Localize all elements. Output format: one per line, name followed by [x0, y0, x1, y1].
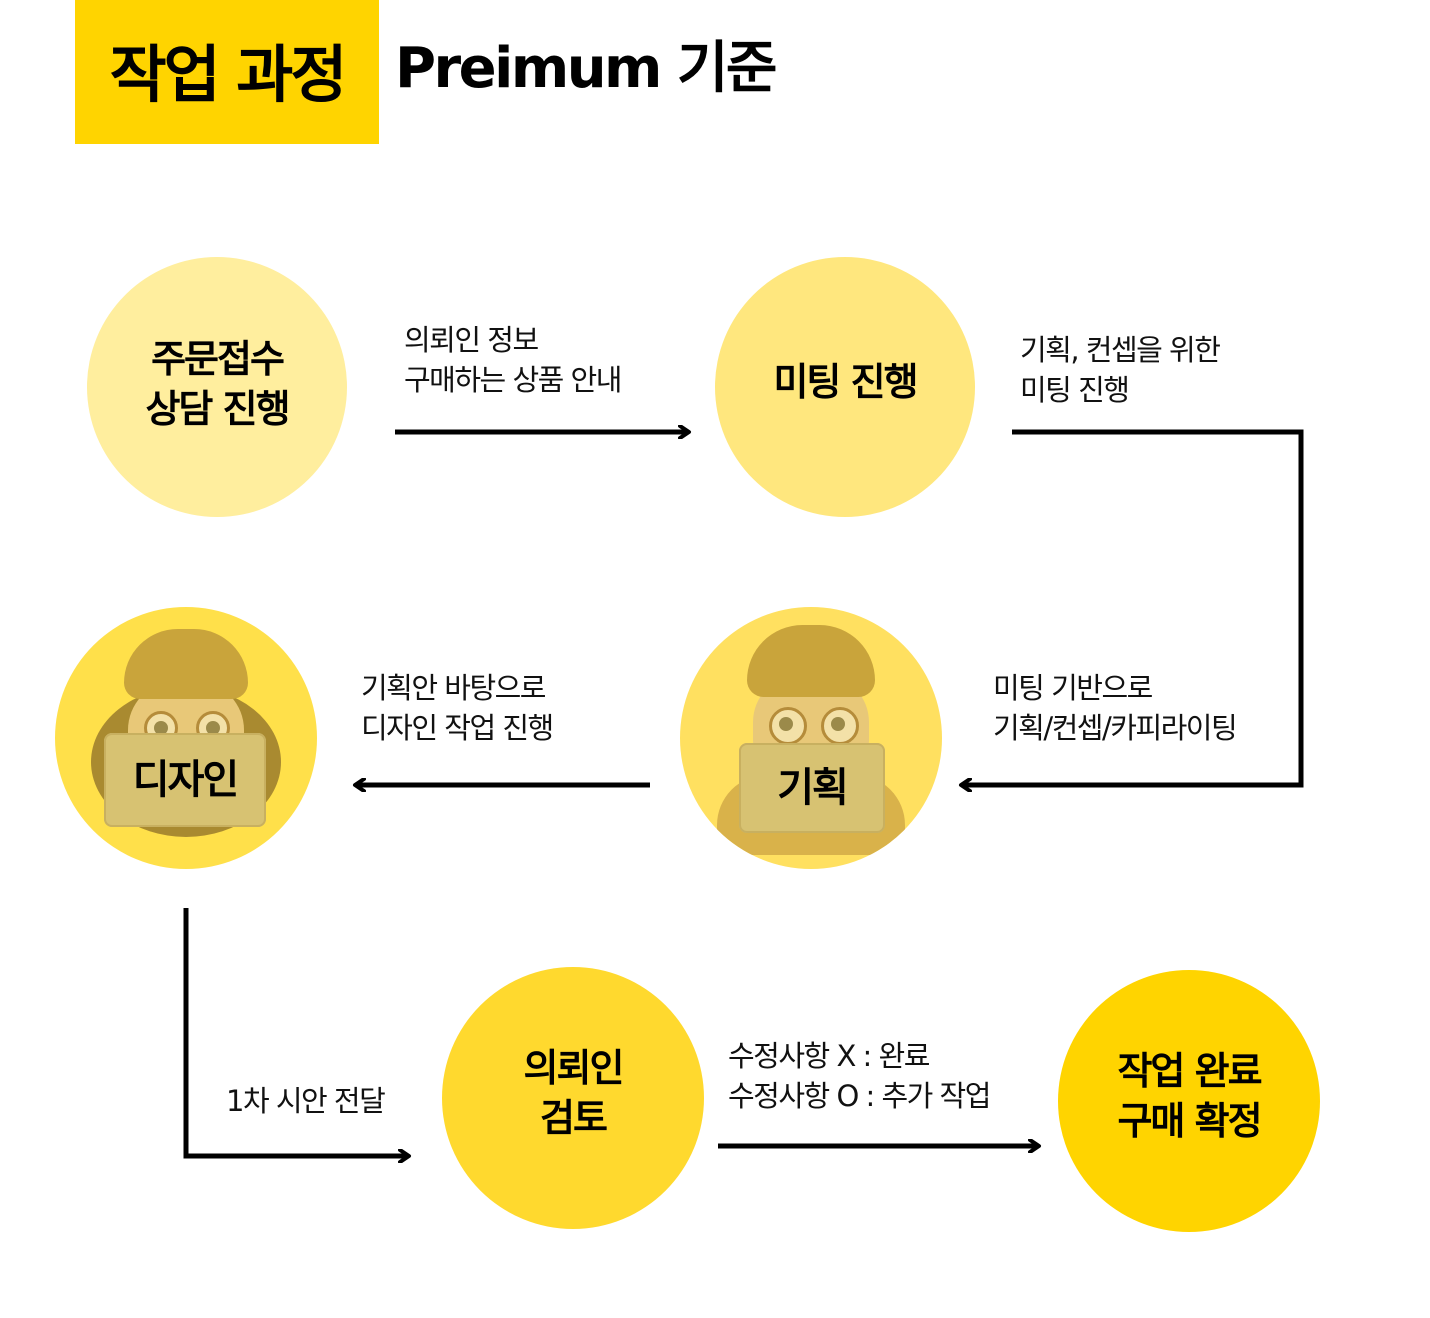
memoji-designer-avatar: 디자인 — [86, 627, 286, 847]
node-planning: 기획 — [680, 607, 942, 869]
node-design: 디자인 — [55, 607, 317, 869]
caption-review-to-complete: 수정사항 X : 완료 수정사항 O : 추가 작업 — [728, 1039, 991, 1113]
caption-meeting-purpose: 기획, 컨셉을 위한 미팅 진행 — [1020, 333, 1221, 407]
node-order-consultation: 주문접수 상담 진행 — [87, 257, 347, 517]
memoji-planner-avatar: 기획 — [711, 625, 911, 855]
page-title: 작업 과정 — [109, 38, 348, 111]
node-label: 작업 완료 구매 확정 — [1117, 1049, 1262, 1143]
node-label: 주문접수 상담 진행 — [145, 337, 290, 431]
node-client-review: 의뢰인 검토 — [442, 967, 704, 1229]
node-label: 디자인 — [132, 757, 239, 803]
caption-design-to-review: 1차 시안 전달 — [226, 1084, 386, 1118]
node-meeting: 미팅 진행 — [715, 257, 975, 517]
page-subtitle: Preimum 기준 — [395, 36, 777, 101]
node-label: 의뢰인 검토 — [523, 1046, 625, 1140]
caption-order-to-meeting: 의뢰인 정보 구매하는 상품 안내 — [404, 323, 622, 397]
node-label: 기획 — [777, 765, 849, 811]
caption-planning-to-design: 기획안 바탕으로 디자인 작업 진행 — [361, 671, 554, 745]
node-label: 미팅 진행 — [773, 360, 918, 404]
node-complete: 작업 완료 구매 확정 — [1058, 970, 1320, 1232]
caption-meeting-to-planning: 미팅 기반으로 기획/컨셉/카피라이팅 — [993, 671, 1238, 745]
title-badge: 작업 과정 — [75, 0, 379, 144]
